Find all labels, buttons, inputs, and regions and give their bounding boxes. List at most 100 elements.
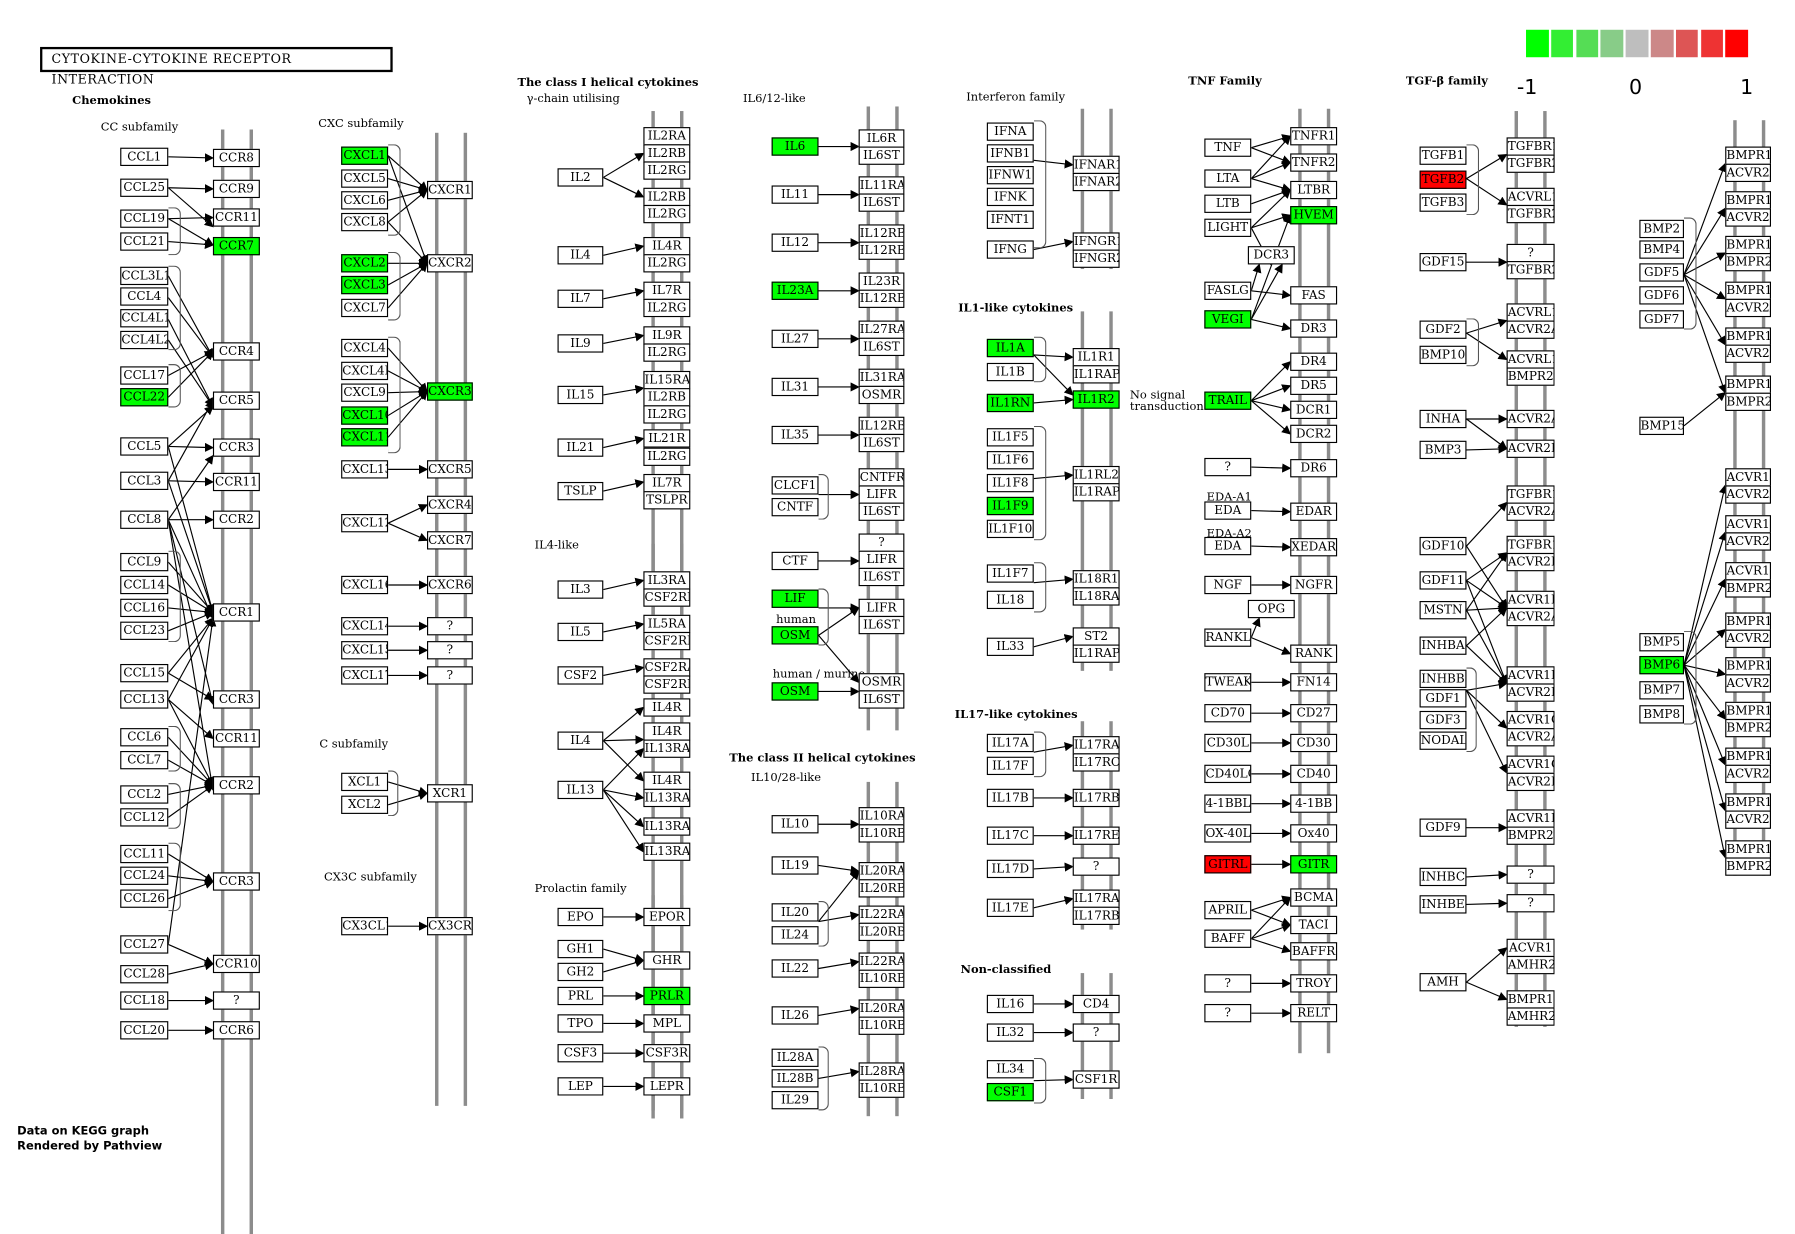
gene-node[interactable]: EDAR: [1290, 502, 1338, 521]
gene-node[interactable]: OX-40L: [1204, 824, 1252, 843]
gene-node[interactable]: 4-1BBL: [1204, 794, 1252, 813]
gene-node[interactable]: IL12RB2: [858, 416, 905, 436]
gene-node[interactable]: IL2RB: [643, 144, 691, 163]
gene-node[interactable]: FAS: [1290, 286, 1338, 305]
gene-node[interactable]: BMP5: [1639, 633, 1685, 652]
gene-node[interactable]: IL2RB: [643, 388, 691, 407]
gene-node[interactable]: TGFBR2: [1506, 204, 1555, 224]
gene-node[interactable]: LEP: [557, 1077, 604, 1096]
gene-node[interactable]: IL3RA: [643, 571, 691, 590]
gene-node[interactable]: IL28RA: [858, 1062, 905, 1081]
gene-node[interactable]: BMPR2: [1725, 392, 1772, 411]
gene-node[interactable]: IL2RA: [643, 127, 691, 146]
gene-node[interactable]: IL2RG: [643, 405, 691, 424]
gene-node[interactable]: CCR1: [212, 603, 260, 622]
gene-node[interactable]: CCL16: [120, 598, 169, 618]
gene-node[interactable]: CD40: [1290, 764, 1338, 784]
gene-node[interactable]: TGFB2: [1419, 170, 1467, 189]
gene-node[interactable]: GDF2: [1419, 320, 1467, 339]
gene-node[interactable]: IL13RA2: [643, 788, 691, 808]
gene-node[interactable]: IL15RA: [643, 370, 691, 390]
gene-node[interactable]: GDF9: [1419, 818, 1467, 837]
gene-node[interactable]: CSF2RB: [643, 675, 691, 694]
gene-node[interactable]: ACVR2A: [1725, 629, 1772, 648]
gene-node[interactable]: BMP4: [1639, 240, 1685, 259]
gene-node[interactable]: FASLG: [1204, 281, 1252, 300]
gene-node[interactable]: GH1: [557, 939, 604, 959]
gene-node[interactable]: TRAIL: [1204, 391, 1252, 410]
gene-node[interactable]: CXCL4L1: [341, 361, 389, 381]
gene-node[interactable]: TSLP: [557, 481, 604, 501]
gene-node[interactable]: CCL9: [120, 552, 169, 572]
gene-node[interactable]: IL1F10: [986, 519, 1034, 539]
gene-node[interactable]: TSLPR: [643, 491, 691, 510]
gene-node[interactable]: IFNA: [986, 122, 1034, 141]
gene-node[interactable]: BMPR2: [1725, 253, 1772, 272]
gene-node[interactable]: CX3CL1: [341, 916, 389, 936]
gene-node[interactable]: CXCL11: [341, 428, 389, 447]
gene-node[interactable]: IL11RA: [858, 176, 905, 195]
gene-node[interactable]: IL6ST: [858, 502, 905, 521]
gene-node[interactable]: LIF: [771, 589, 819, 608]
gene-node[interactable]: CXCR3: [427, 382, 473, 401]
gene-node[interactable]: OSMR: [858, 673, 905, 692]
gene-node[interactable]: ?: [1204, 457, 1252, 477]
gene-node[interactable]: ACVR1: [1725, 515, 1772, 534]
gene-node[interactable]: BMPR2: [1725, 718, 1772, 738]
gene-node[interactable]: CCL12: [120, 808, 169, 827]
gene-node[interactable]: AMHR2: [1506, 1007, 1555, 1026]
gene-node[interactable]: BMPR1B: [1725, 281, 1772, 300]
gene-node[interactable]: LTB: [1204, 194, 1252, 213]
gene-node[interactable]: IL6ST: [858, 567, 905, 587]
gene-node[interactable]: IL1R1: [1072, 348, 1120, 367]
gene-node[interactable]: GDF7: [1639, 310, 1685, 329]
gene-node[interactable]: CXCR4: [427, 495, 473, 515]
gene-node[interactable]: MPL: [643, 1014, 691, 1033]
gene-node[interactable]: IL15: [557, 385, 604, 405]
gene-node[interactable]: ST2: [1072, 627, 1120, 646]
gene-node[interactable]: CCL27: [120, 935, 169, 954]
gene-node[interactable]: IL16: [986, 994, 1034, 1014]
gene-node[interactable]: GH2: [557, 962, 604, 982]
gene-node[interactable]: CD40LG: [1204, 764, 1252, 784]
gene-node[interactable]: IL6R: [858, 129, 905, 148]
gene-node[interactable]: CXCL3: [341, 275, 389, 295]
gene-node[interactable]: ACVR1B: [1506, 809, 1555, 828]
gene-node[interactable]: IL6: [771, 137, 819, 156]
gene-node[interactable]: BMP10: [1419, 345, 1467, 365]
gene-node[interactable]: CXCL13: [341, 460, 389, 479]
gene-node[interactable]: IL3: [557, 580, 604, 599]
gene-node[interactable]: GDF3: [1419, 710, 1467, 730]
gene-node[interactable]: IL1F7: [986, 564, 1034, 583]
gene-node[interactable]: ?: [427, 641, 473, 660]
gene-node[interactable]: IL29: [771, 1090, 819, 1110]
gene-node[interactable]: ACVR2A: [1725, 485, 1772, 504]
gene-node[interactable]: IL27: [771, 329, 819, 349]
gene-node[interactable]: TGFBR2: [1506, 154, 1555, 173]
gene-node[interactable]: IL18R1: [1072, 570, 1120, 589]
gene-node[interactable]: CCR3: [212, 438, 260, 457]
gene-node[interactable]: IL2RB: [643, 187, 691, 207]
gene-node[interactable]: BMPR1B: [1725, 375, 1772, 394]
gene-node[interactable]: IL20RA: [858, 999, 905, 1018]
gene-node[interactable]: CCR5: [212, 391, 260, 410]
gene-node[interactable]: CD70: [1204, 704, 1252, 723]
gene-node[interactable]: IL21R: [643, 429, 691, 448]
gene-node[interactable]: ACVR2A: [1725, 298, 1772, 318]
gene-node[interactable]: CXCL7: [341, 298, 389, 318]
gene-node[interactable]: ACVR2B: [1725, 810, 1772, 829]
gene-node[interactable]: CCR7: [212, 236, 260, 256]
gene-node[interactable]: ACVR1C: [1506, 755, 1555, 774]
gene-node[interactable]: CCL11: [120, 844, 169, 864]
gene-node[interactable]: BAFF: [1204, 929, 1252, 948]
gene-node[interactable]: CCL3L1: [120, 266, 169, 286]
gene-node[interactable]: IL2RG: [643, 161, 691, 180]
gene-node[interactable]: ?: [212, 991, 260, 1010]
gene-node[interactable]: CXCL6: [341, 191, 389, 210]
gene-node[interactable]: IL13RA2: [643, 842, 691, 861]
gene-node[interactable]: CXCL17: [341, 666, 389, 685]
gene-node[interactable]: BMPR2: [1506, 367, 1555, 386]
gene-node[interactable]: CXCL4: [341, 338, 389, 358]
